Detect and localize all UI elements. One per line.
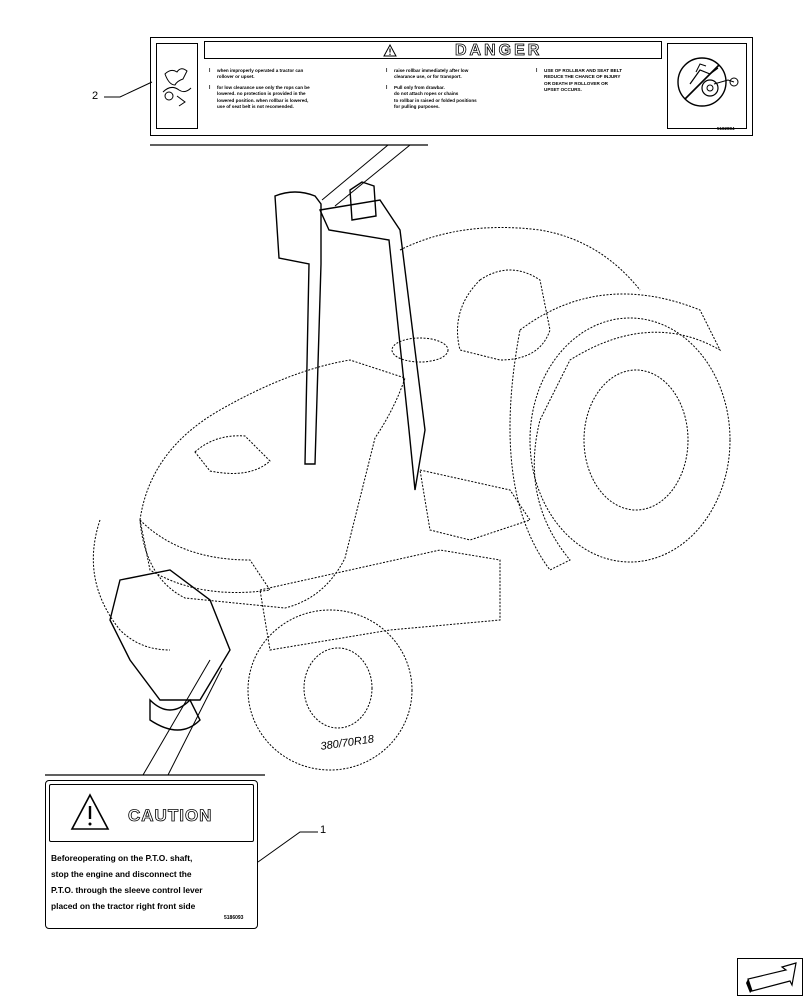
caution-line-3: P.T.O. through the sleeve control lever [51,885,203,895]
danger-col2: l raise rollbar immediately after low cl… [386,68,477,110]
seat [457,269,551,361]
caution-part-code: 5186093 [224,915,244,921]
caution-title: CAUTION [128,806,213,826]
caution-line-1: Beforeoperating on the P.T.O. shaft, [51,853,193,863]
caution-decal: CAUTION Beforeoperating on the P.T.O. sh… [45,780,258,929]
front-wheel-right [247,609,413,771]
callout-2-leader [104,81,153,98]
danger-col1: l when improperly operated a tractor can… [209,68,310,110]
caution-header: CAUTION [49,784,254,842]
danger-decal: DANGER l when improperly operated a trac… [150,37,753,136]
callout-2: 2 [92,90,99,102]
steering-wheel [391,337,449,363]
caution-triangle-icon [70,793,110,830]
beacon [349,181,377,221]
caution-pointer-left [142,659,211,776]
rollover-hazard-icon [156,43,198,129]
arrow-icon [746,962,797,993]
rear-wheel-left [399,227,641,291]
rear-fender-right [509,293,722,571]
danger-part-code: 5182884 [717,126,735,131]
caution-line-2: stop the engine and disconnect the [51,869,192,879]
callout-1: 1 [320,824,327,836]
callout-1-leader [257,831,318,863]
danger-pointer-right [334,144,411,207]
danger-header: DANGER [204,41,662,59]
rollbar-left [274,191,322,465]
caution-line-4: placed on the tractor right front side [51,901,196,911]
tire-sidewall-text: 380/70R18 [320,733,376,752]
tractor-rollover-icon [667,43,747,129]
hood-vent [194,435,271,474]
rollbar-right [318,199,426,491]
caution-pointer-right [167,667,223,776]
danger-pointer-left [321,144,389,201]
rear-rim-right [583,369,689,511]
next-page-arrow-button[interactable] [737,958,803,996]
front-pto [149,698,201,731]
front-wheel-left [92,519,171,651]
rear-wheel-right [529,317,731,563]
danger-title: DANGER [455,42,543,60]
danger-col3: l USE OF ROLLBAR AND SEAT BELT REDUCE TH… [536,68,623,93]
front-rim-right [303,647,373,729]
warning-triangle-icon [383,44,397,57]
grille [139,518,271,593]
frame [259,549,501,651]
front-hitch [109,569,231,701]
hood [139,359,406,609]
platform [419,469,531,541]
